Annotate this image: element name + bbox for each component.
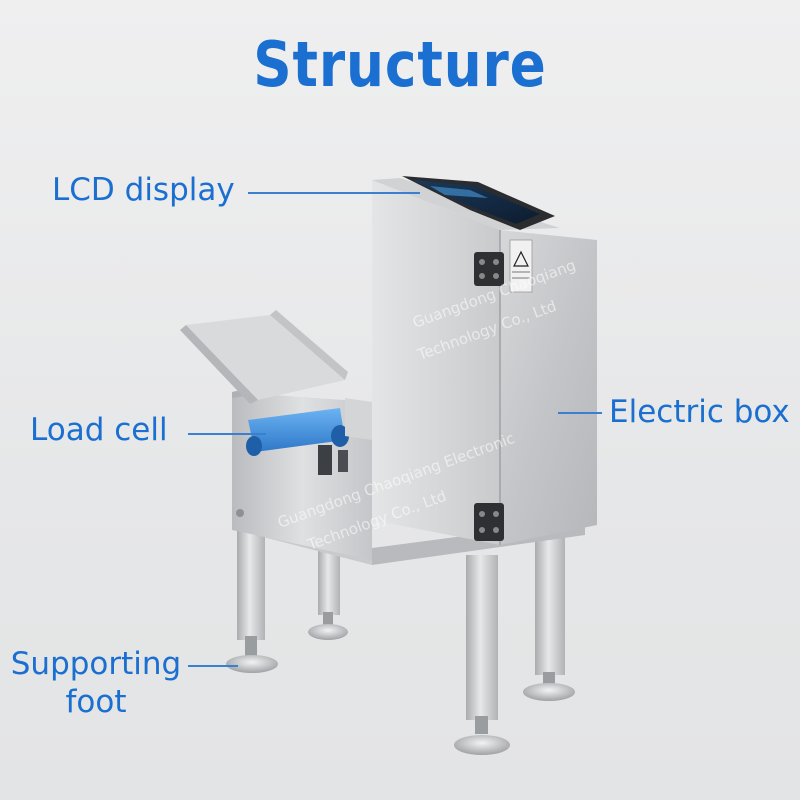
lcd-display-leader-line	[248, 192, 420, 194]
electric-box-front	[500, 230, 597, 545]
rear-legs	[308, 520, 575, 701]
lcd-display-label: LCD display	[52, 172, 235, 208]
supporting-foot-label: Supporting foot	[2, 645, 190, 721]
electric-warning-sticker	[509, 239, 533, 293]
electric-box-side	[372, 180, 500, 545]
load-cell-leader-line	[188, 433, 266, 435]
electric-box-leader-line	[558, 412, 602, 414]
load-cell-label: Load cell	[30, 412, 168, 448]
electric-box-label: Electric box	[609, 394, 790, 430]
front-legs	[226, 520, 510, 755]
door-hinges	[474, 252, 504, 541]
lcd-screen	[402, 176, 555, 230]
supporting-foot-label-line1: Supporting	[10, 646, 182, 682]
supporting-foot-leader-line	[188, 665, 238, 667]
conveyor-belt	[248, 408, 345, 452]
weighing-conveyor-unit	[180, 310, 372, 560]
supporting-foot-label-line2: foot	[65, 684, 127, 720]
page-title: Structure	[253, 28, 547, 101]
